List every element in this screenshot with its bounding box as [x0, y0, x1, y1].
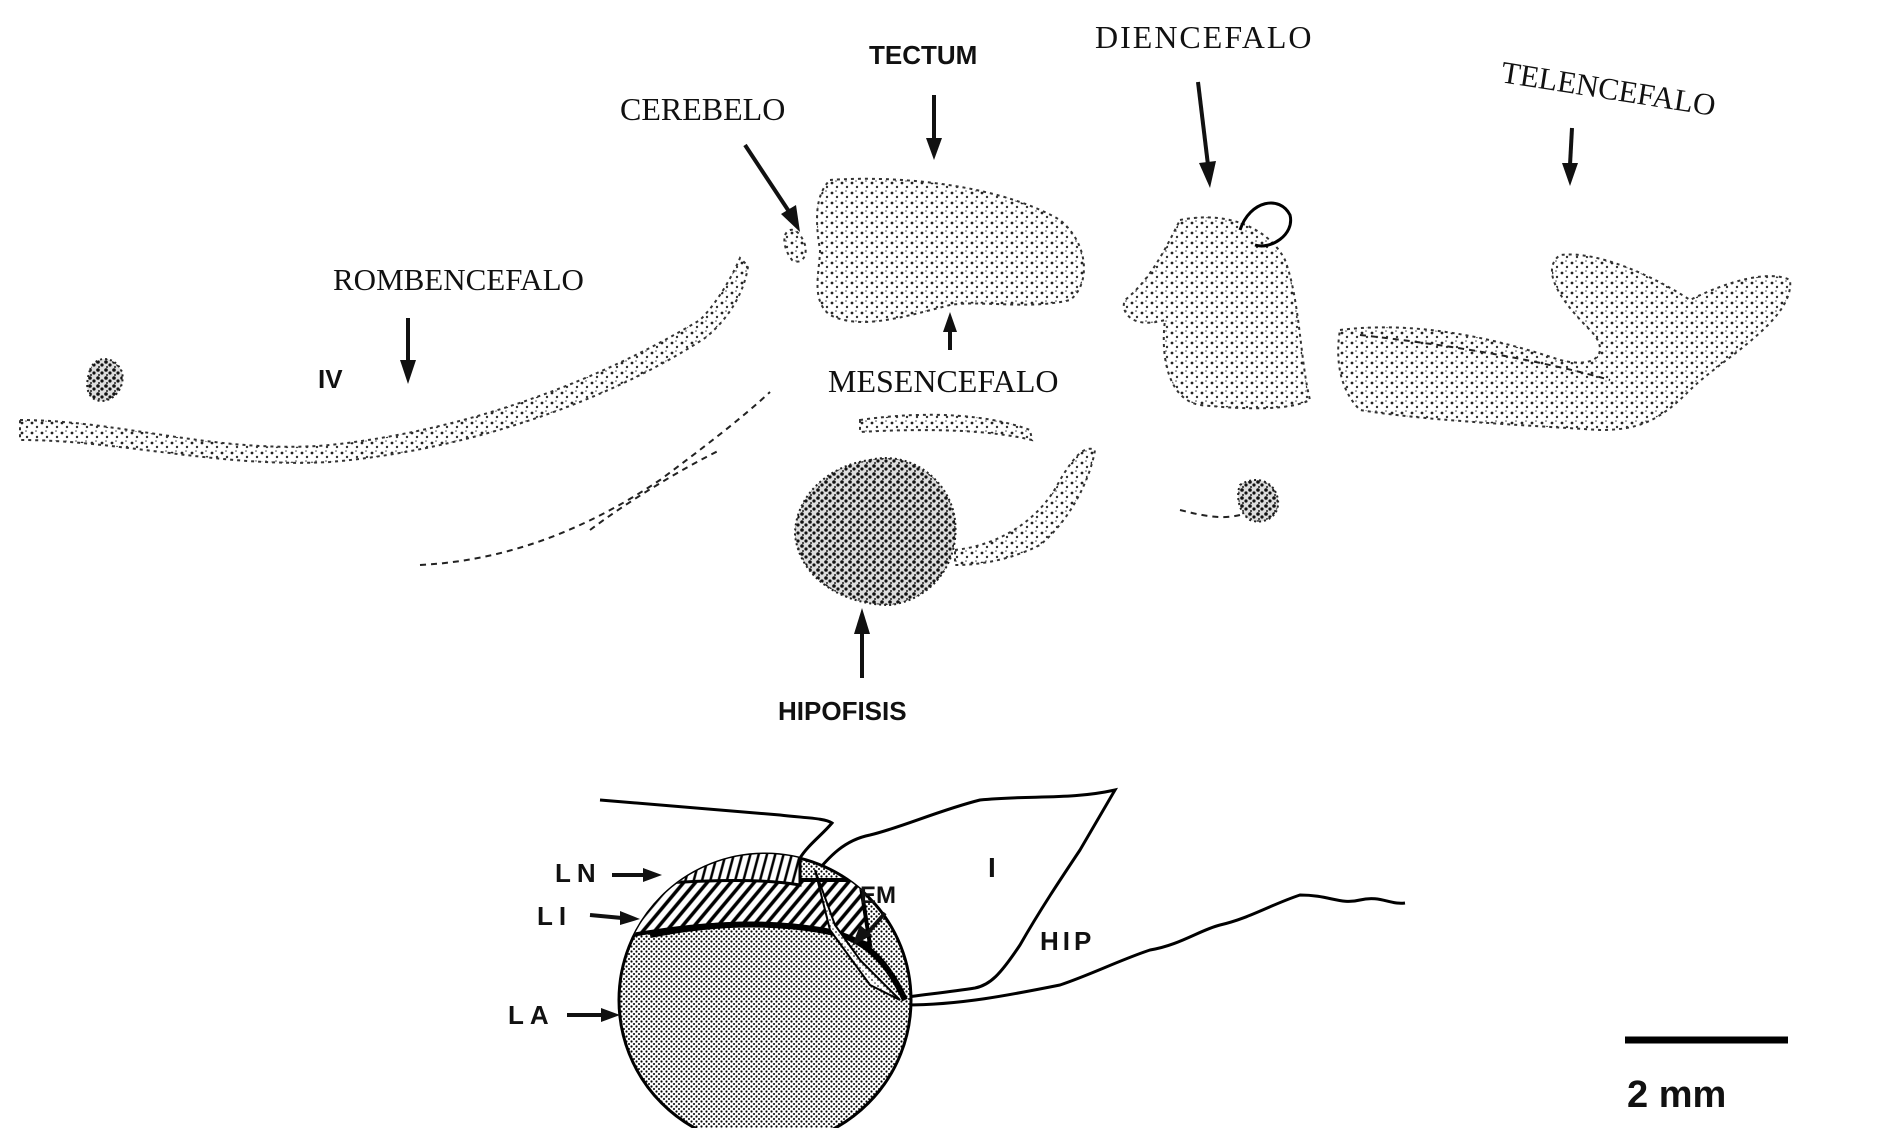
detail-upper-boundary — [600, 800, 832, 858]
diencefalo-tissue — [1124, 217, 1310, 408]
cerebelo-arrow — [745, 145, 790, 213]
mesencefalo-floor-tissue — [860, 415, 1032, 440]
tectum-tissue — [817, 179, 1084, 322]
label-ln: LN — [555, 858, 602, 888]
diencefalo-arrowhead — [1199, 161, 1216, 188]
label-mesencefalo: MESENCEFALO — [828, 363, 1059, 399]
label-la: LA — [508, 1000, 555, 1030]
telencefalo-tissue — [1338, 254, 1790, 430]
label-em: EM — [860, 882, 896, 909]
li-arrow — [590, 915, 622, 918]
telencefalo-arrowhead — [1562, 163, 1578, 186]
cerebelo-arrowhead — [781, 205, 800, 232]
stalk-lower-line — [905, 895, 1405, 1005]
hipofisis-arrowhead — [854, 608, 870, 634]
hipofisis-tissue — [795, 458, 956, 605]
cerebelo-tissue — [784, 230, 805, 262]
diencefalo-arrow — [1198, 82, 1208, 165]
hindbrain-inner-line — [590, 450, 720, 530]
label-telencefalo: TELENCEFALO — [1499, 54, 1718, 122]
label-rombencefalo: ROMBENCEFALO — [333, 262, 584, 297]
mesencefalo-arrowhead — [943, 312, 957, 332]
infundibulum-tissue — [955, 449, 1095, 565]
tectum-arrowhead — [926, 138, 942, 160]
scale-bar-label: 2 mm — [1627, 1074, 1726, 1116]
ventral-line — [1180, 510, 1240, 517]
li-arrowhead — [620, 911, 640, 925]
label-tectum: TECTUM — [869, 40, 977, 70]
label-diencefalo: DIENCEFALO — [1095, 19, 1314, 55]
label-i: I — [988, 852, 996, 883]
label-iv: IV — [318, 364, 343, 394]
la-arrowhead — [601, 1008, 620, 1022]
label-hip: HIP — [1040, 926, 1095, 956]
ln-cap — [640, 820, 800, 885]
label-li: LI — [537, 901, 572, 931]
rombencefalo-arrowhead — [400, 360, 416, 384]
label-hipofisis: HIPOFISIS — [778, 696, 907, 726]
pituitary-detail — [567, 790, 1405, 1128]
caudal-tissue — [87, 359, 122, 401]
scale-bar: 2 mm — [1625, 1040, 1788, 1116]
label-cerebelo: CEREBELO — [620, 91, 785, 127]
ln-arrowhead — [643, 868, 662, 882]
telencefalo-arrow — [1570, 128, 1572, 165]
ventral-nucleus-tissue — [1238, 480, 1278, 522]
